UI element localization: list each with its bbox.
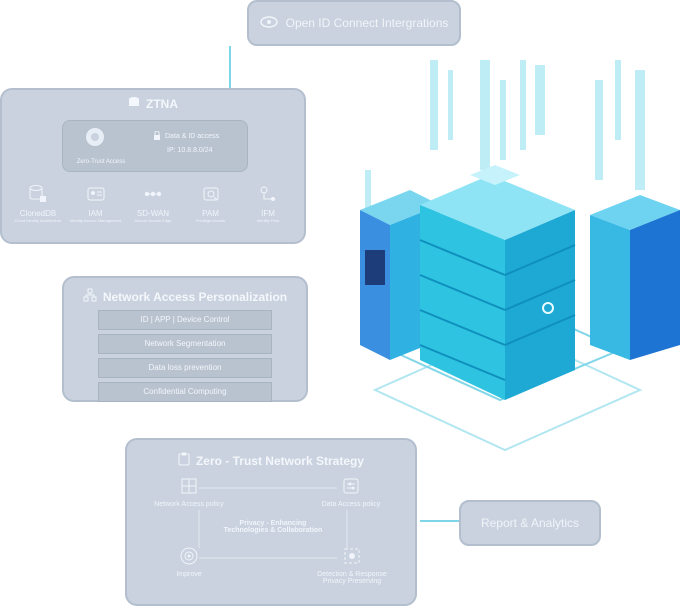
ztna-item-label: SD-WAN — [136, 209, 170, 218]
ztna-items: ClonedDB Cloud Identity Architecture IAM… — [10, 184, 296, 223]
ztns-detect-line2: Privacy Preserving — [322, 578, 382, 585]
ztns-panel: Zero - Trust Network Strategy Network Ac… — [125, 438, 417, 606]
server-illustration — [360, 60, 680, 452]
ztna-item-label: IAM — [88, 209, 103, 218]
ztns-node-center: Privacy - Enhancing Technologies & Colla… — [197, 520, 349, 534]
lock-icon — [153, 130, 161, 142]
ztna-title: ZTNA — [146, 96, 178, 111]
main-server — [419, 165, 576, 400]
flow-icon — [260, 186, 275, 201]
ztna-item-iam[interactable]: IAM Identity Access Management — [68, 184, 124, 223]
ztns-improve-label: Improve — [176, 571, 202, 578]
ztns-detect-line1: Detection & Response — [317, 571, 387, 578]
ztns-connectors — [198, 487, 348, 559]
report-analytics-box[interactable]: Report & Analytics — [459, 500, 601, 546]
nap-panel: Network Access Personalization ID | APP … — [62, 276, 308, 402]
ztna-item-sub: Identity Flow — [256, 218, 280, 223]
ztna-center-card: Zero-Trust Access Data & ID access IP: 1… — [62, 120, 248, 172]
globe-icon — [85, 127, 105, 152]
nap-title: Network Access Personalization — [102, 289, 288, 304]
clipboard-icon — [178, 452, 190, 469]
report-label: Report & Analytics — [480, 516, 580, 530]
ztns-node-detect[interactable]: Detection & Response Privacy Preserving — [297, 546, 407, 585]
nap-row[interactable]: ID | APP | Device Control — [98, 310, 272, 330]
database-icon — [128, 96, 140, 111]
ztns-nap-label: Network Access policy — [154, 501, 224, 508]
ztna-data-id: Data & ID access — [153, 130, 220, 142]
eye-icon — [259, 15, 278, 31]
network-dots-icon — [144, 191, 162, 197]
ztna-item-label: ClonedDB — [19, 209, 57, 218]
ztna-panel: ZTNA Zero-Trust Access Data & ID access … — [0, 88, 306, 244]
ztns-node-nap[interactable]: Network Access policy — [137, 476, 241, 508]
nap-row[interactable]: Network Segmentation — [98, 334, 272, 354]
ztna-item-cloneddb[interactable]: ClonedDB Cloud Identity Architecture — [10, 184, 66, 223]
detection-icon — [344, 548, 360, 564]
ztns-node-improve[interactable]: Improve — [157, 546, 221, 578]
ztns-dap-label: Data Access policy — [321, 501, 381, 508]
data-stream-lines — [365, 60, 645, 230]
nap-row[interactable]: Confidential Computing — [98, 382, 272, 402]
ztns-center-line2: Technologies & Collaboration — [223, 527, 323, 534]
ztna-ip: IP: 10.8.8.0/24 — [167, 147, 213, 154]
oidc-integrations-box[interactable]: Open ID Connect Intergrations — [247, 0, 461, 46]
right-server — [590, 195, 680, 360]
nap-rows: ID | APP | Device Control Network Segmen… — [98, 310, 272, 406]
sliders-icon — [343, 478, 359, 494]
oidc-label: Open ID Connect Intergrations — [285, 16, 449, 30]
hierarchy-icon — [83, 288, 97, 305]
target-icon — [180, 547, 198, 565]
ztna-item-sub: Privilege Access — [195, 218, 226, 223]
ztna-data-id-label: Data & ID access — [165, 133, 220, 140]
ztna-center-caption: Zero-Trust Access — [76, 159, 126, 165]
connector-report — [420, 520, 460, 522]
ztna-item-pam[interactable]: PAM Privilege Access — [183, 184, 239, 223]
connector-oidc-ztna — [229, 46, 231, 94]
ztns-center-line1: Privacy - Enhancing — [239, 520, 307, 527]
ztna-item-ifm[interactable]: IFM Identity Flow — [240, 184, 296, 223]
database-lock-icon — [29, 185, 46, 202]
ztns-title: Zero - Trust Network Strategy — [195, 453, 365, 468]
ztna-item-label: PAM — [202, 209, 219, 218]
id-card-icon — [87, 187, 104, 201]
ztns-node-dap[interactable]: Data Access policy — [299, 476, 403, 508]
ztna-item-sub: Identity Access Management — [69, 218, 122, 223]
ztna-item-sdwan[interactable]: SD-WAN Secure Access Edge — [125, 184, 181, 223]
key-icon — [203, 187, 218, 201]
ztna-item-sub: Cloud Identity Architecture — [14, 218, 62, 223]
ztna-item-sub: Secure Access Edge — [134, 218, 172, 223]
ztna-item-label: IFM — [261, 209, 275, 218]
network-policy-icon — [181, 478, 197, 494]
nap-row[interactable]: Data loss prevention — [98, 358, 272, 378]
